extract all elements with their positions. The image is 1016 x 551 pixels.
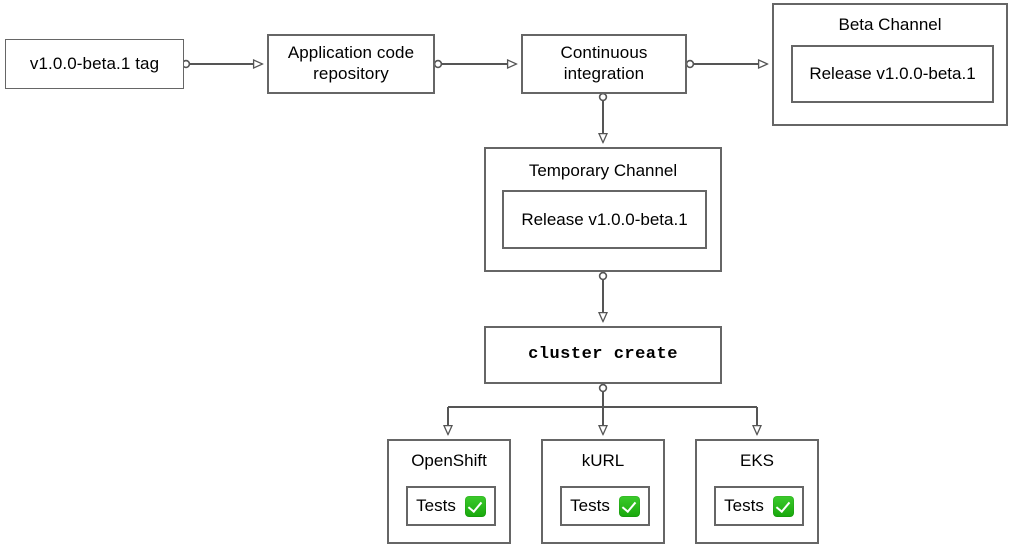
node-app-code-repository-label: Application code repository (287, 43, 415, 83)
target-kurl-title: kURL (581, 451, 625, 470)
beta-channel-release-label: Release v1.0.0-beta.1 (809, 64, 976, 83)
edge-source-dot-ci-right (685, 59, 695, 69)
edge-source-dot-ci-bottom (598, 92, 608, 102)
edge-source-dot-temporary-channel (598, 271, 608, 281)
temporary-channel-release-box[interactable]: Release v1.0.0-beta.1 (502, 190, 707, 249)
node-continuous-integration-label: Continuous integration (560, 43, 648, 83)
check-green-icon (618, 495, 640, 517)
node-continuous-integration[interactable]: Continuous integration (521, 34, 687, 94)
group-temporary-channel-title: Temporary Channel (528, 161, 678, 180)
node-tag-label: v1.0.0-beta.1 tag (29, 53, 160, 73)
target-openshift-tests-box[interactable]: Tests (406, 486, 496, 526)
node-cluster-create-label: cluster create (528, 344, 678, 364)
node-cluster-create[interactable]: cluster create (484, 326, 722, 384)
group-beta-channel[interactable]: Beta Channel Release v1.0.0-beta.1 (772, 3, 1008, 126)
node-tag[interactable]: v1.0.0-beta.1 tag (5, 39, 184, 89)
beta-channel-release-box[interactable]: Release v1.0.0-beta.1 (791, 45, 994, 103)
target-openshift-title: OpenShift (411, 451, 487, 470)
target-kurl-tests-label: Tests (570, 496, 610, 515)
target-eks-title: EKS (739, 451, 775, 470)
group-temporary-channel[interactable]: Temporary Channel Release v1.0.0-beta.1 (484, 147, 722, 272)
target-eks-tests-box[interactable]: Tests (714, 486, 804, 526)
edge-source-dot-repo (433, 59, 443, 69)
check-green-icon (772, 495, 794, 517)
edge-source-dot-cluster-create (598, 383, 608, 393)
target-eks-tests-label: Tests (724, 496, 764, 515)
group-target-eks[interactable]: EKS Tests (695, 439, 819, 544)
group-target-kurl[interactable]: kURL Tests (541, 439, 665, 544)
check-green-icon (464, 495, 486, 517)
node-app-code-repository[interactable]: Application code repository (267, 34, 435, 94)
temporary-channel-release-label: Release v1.0.0-beta.1 (521, 209, 688, 229)
group-beta-channel-title: Beta Channel (838, 15, 942, 34)
target-kurl-tests-box[interactable]: Tests (560, 486, 650, 526)
target-openshift-tests-label: Tests (416, 496, 456, 515)
group-target-openshift[interactable]: OpenShift Tests (387, 439, 511, 544)
